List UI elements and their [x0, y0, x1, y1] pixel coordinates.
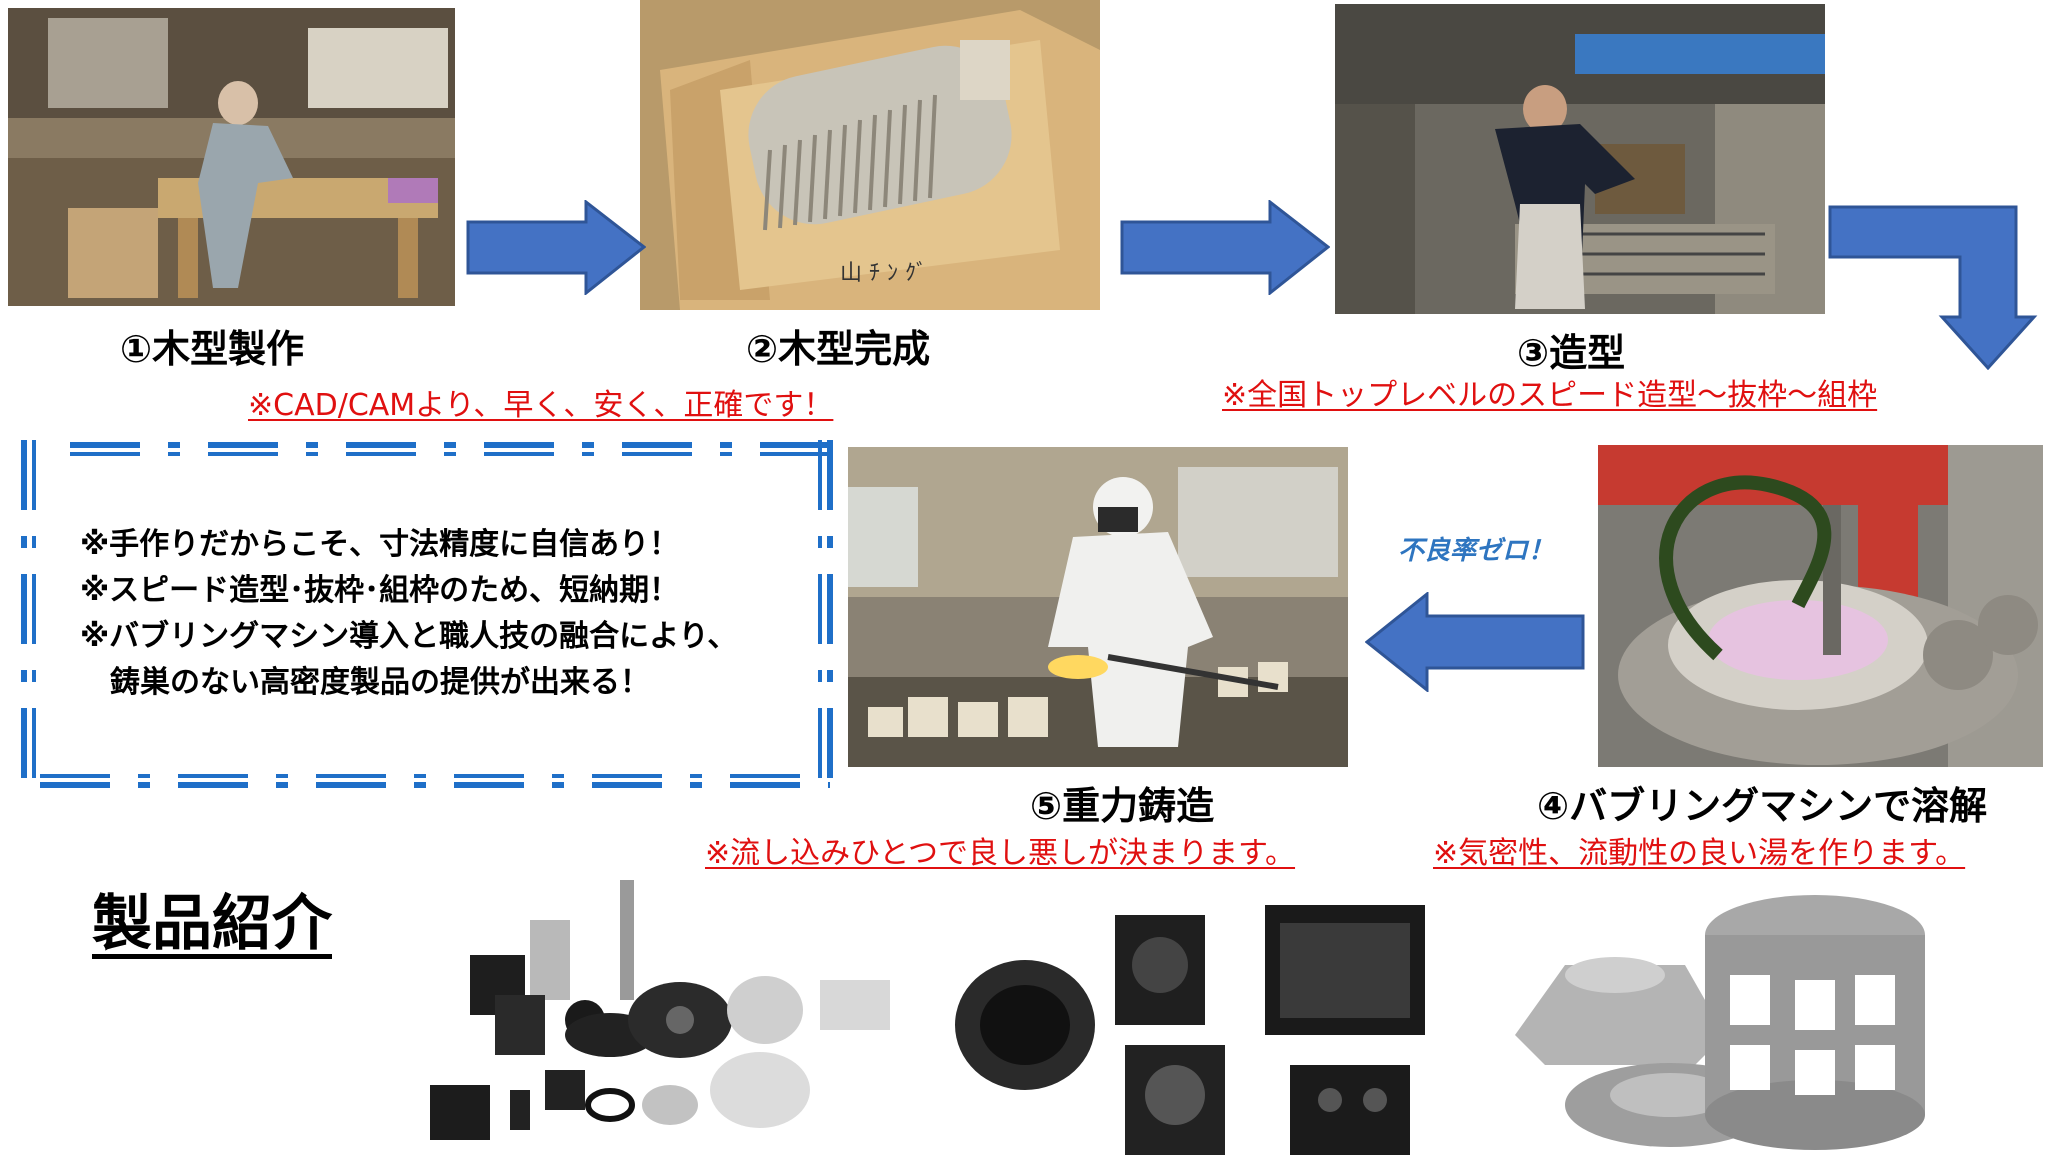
products-title: 製品紹介 — [92, 889, 332, 959]
step3-label: ③造型 — [1517, 331, 1626, 375]
step4-label: ④バブリングマシンで溶解 — [1537, 784, 1988, 828]
info-line-3: ※バブリングマシン導入と職人技の融合により、 — [80, 619, 738, 654]
note-cad: ※CAD/CAMより、早く、安く、正確です！ — [248, 388, 834, 423]
note-melting: ※気密性、流動性の良い湯を作ります。 — [1433, 836, 1966, 871]
info-box-text: ※手作りだからこそ、寸法精度に自信あり！ ※スピード造型･抜枠･組枠のため、短納… — [80, 522, 737, 706]
photo-bubbling-machine — [1598, 445, 2043, 767]
products-frames-and-covers — [1505, 875, 1970, 1165]
photo-wood-pattern-making — [8, 8, 455, 306]
arrow-step2-to-step3 — [1120, 200, 1330, 295]
products-small-parts — [410, 870, 910, 1160]
photo-wood-pattern-complete: 山 ﾁ ﾝ ｸﾞ — [640, 0, 1100, 310]
arrow-step4-to-step5 — [1365, 592, 1585, 692]
arrow-step3-to-step4 — [1828, 205, 2038, 370]
arrow-step1-to-step2 — [466, 200, 646, 295]
note-molding: ※全国トップレベルのスピード造型～抜枠～組枠 — [1222, 378, 1878, 413]
note-pouring: ※流し込みひとつで良し悪しが決まります。 — [705, 836, 1296, 871]
svg-text:山 ﾁ ﾝ ｸﾞ: 山 ﾁ ﾝ ｸﾞ — [840, 261, 927, 286]
info-box-frame — [10, 430, 840, 800]
photo-molding — [1335, 4, 1825, 314]
step1-label: ①木型製作 — [120, 327, 305, 371]
step5-label: ⑤重力鋳造 — [1030, 784, 1215, 828]
photo-gravity-casting — [848, 447, 1348, 767]
info-line-1: ※手作りだからこそ、寸法精度に自信あり！ — [80, 527, 680, 562]
zero-defect-label: 不良率ゼロ！ — [1398, 536, 1555, 566]
info-line-2: ※スピード造型･抜枠･組枠のため、短納期！ — [80, 573, 680, 608]
info-line-4: 鋳巣のない高密度製品の提供が出来る！ — [80, 665, 650, 700]
step2-label: ②木型完成 — [746, 327, 931, 371]
products-motor-housings — [955, 895, 1435, 1165]
